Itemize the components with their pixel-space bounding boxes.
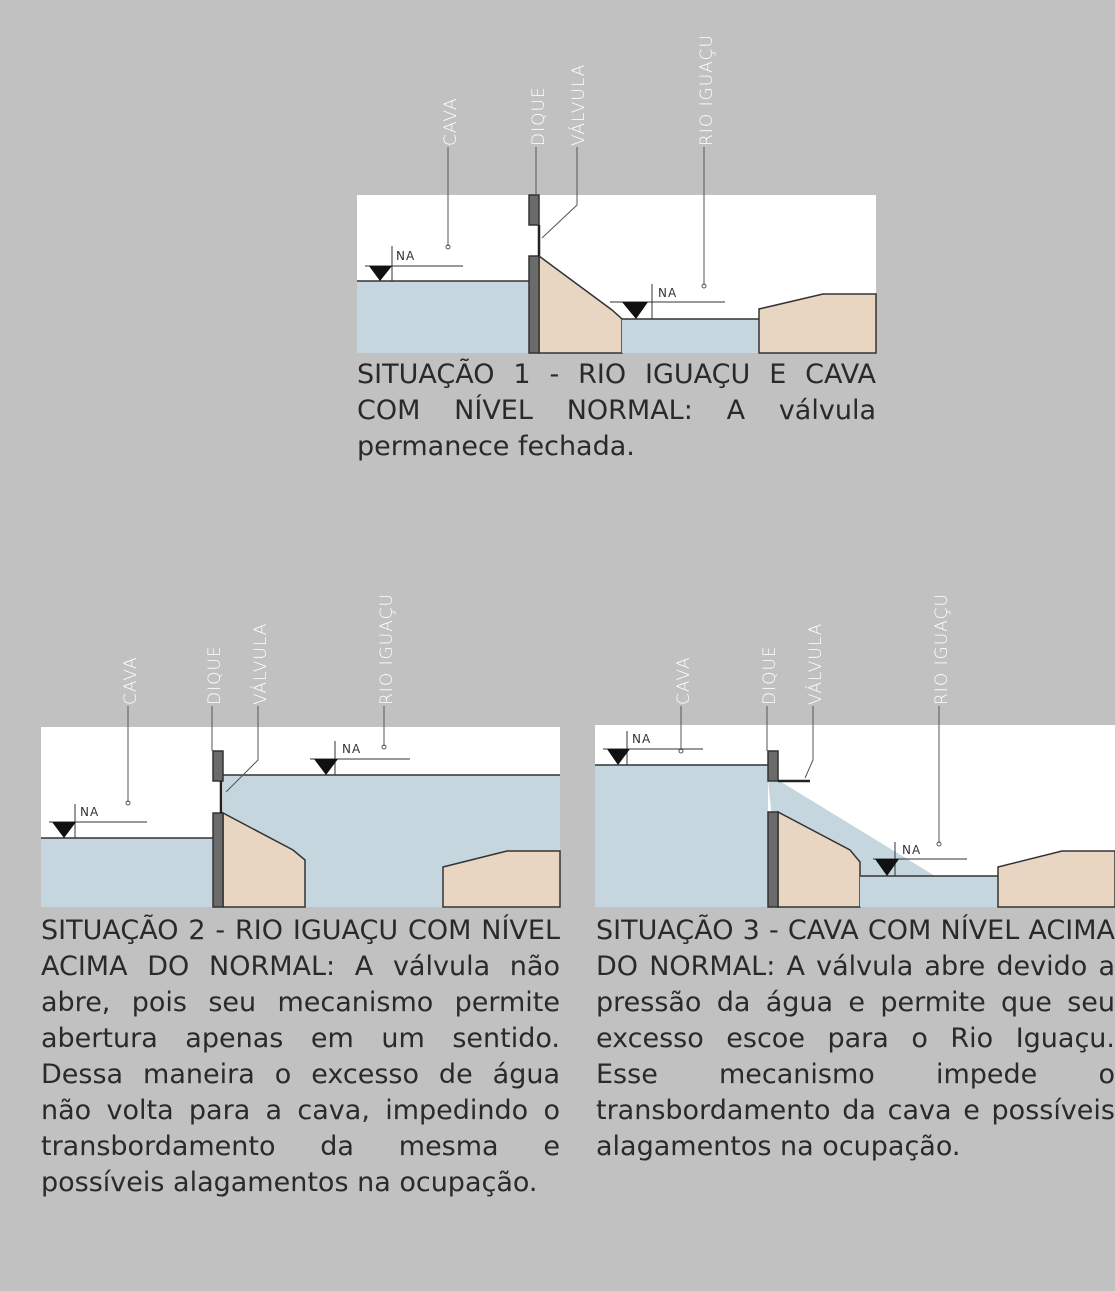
label-rio: RIO IGUAÇU — [697, 34, 717, 146]
label-rio: RIO IGUAÇU — [377, 593, 397, 705]
situation-3-diagram: NA NA CAVA DIQUE VÁLVULA RIO IGUAÇU — [555, 560, 1115, 920]
svg-text:NA: NA — [396, 249, 415, 263]
caption-situation-2: SITUAÇÃO 2 - RIO IGUAÇU COM NÍVEL ACIMA … — [41, 915, 560, 1198]
dike-wall — [767, 811, 779, 908]
river-water — [622, 319, 759, 353]
na-marker-cava: NA — [603, 731, 703, 765]
svg-text:NA: NA — [342, 742, 361, 756]
dike-top — [767, 750, 779, 782]
label-cava: CAVA — [121, 656, 141, 705]
label-dique: DIQUE — [760, 645, 780, 705]
dike-top — [528, 194, 540, 226]
situation-1-diagram: NA NA CAVA DIQUE VÁLVULA RIO IGUAÇU — [0, 0, 1115, 360]
na-marker-cava: NA — [49, 804, 147, 838]
na-marker-river: NA — [310, 741, 410, 775]
label-rio: RIO IGUAÇU — [932, 593, 952, 705]
svg-text:NA: NA — [902, 843, 921, 857]
svg-text:NA: NA — [658, 286, 677, 300]
svg-text:NA: NA — [632, 732, 651, 746]
cava-water — [41, 838, 213, 907]
cava-water-high — [595, 765, 768, 907]
label-dique: DIQUE — [205, 645, 225, 705]
caption-situation-3: SITUAÇÃO 3 - CAVA COM NÍVEL ACIMA DO NOR… — [596, 915, 1115, 1162]
dike-top — [212, 750, 224, 782]
na-marker-river: NA — [873, 842, 967, 876]
svg-text:NA: NA — [80, 805, 99, 819]
label-cava: CAVA — [674, 656, 694, 705]
river-water — [860, 876, 998, 907]
label-cava: CAVA — [441, 97, 461, 146]
label-valvula: VÁLVULA — [804, 623, 826, 705]
cava-water — [357, 281, 529, 353]
river-bank-soil — [758, 293, 877, 354]
situation-3-svg: NA NA CAVA DIQUE VÁLVULA RIO IGUAÇU — [595, 593, 1115, 908]
situation-2-svg: NA NA CAVA DIQUE VÁLVULA RIO IGUAÇU — [41, 593, 561, 908]
dike-wall — [528, 255, 540, 354]
label-dique: DIQUE — [529, 86, 549, 146]
river-bank-soil — [997, 850, 1115, 908]
na-marker-river: NA — [610, 284, 725, 319]
label-valvula: VÁLVULA — [567, 64, 589, 146]
caption-situation-1: SITUAÇÃO 1 - RIO IGUAÇU E CAVA COM NÍVEL… — [357, 359, 876, 462]
dike-wall — [212, 812, 224, 908]
na-marker-cava: NA — [365, 246, 463, 281]
situation-2-diagram: NA NA CAVA DIQUE VÁLVULA RIO IGUAÇU — [0, 560, 561, 920]
situation-1-svg: NA NA CAVA DIQUE VÁLVULA RIO IGUAÇU — [357, 34, 877, 354]
label-valvula: VÁLVULA — [249, 623, 271, 705]
river-bank-soil — [442, 850, 561, 908]
